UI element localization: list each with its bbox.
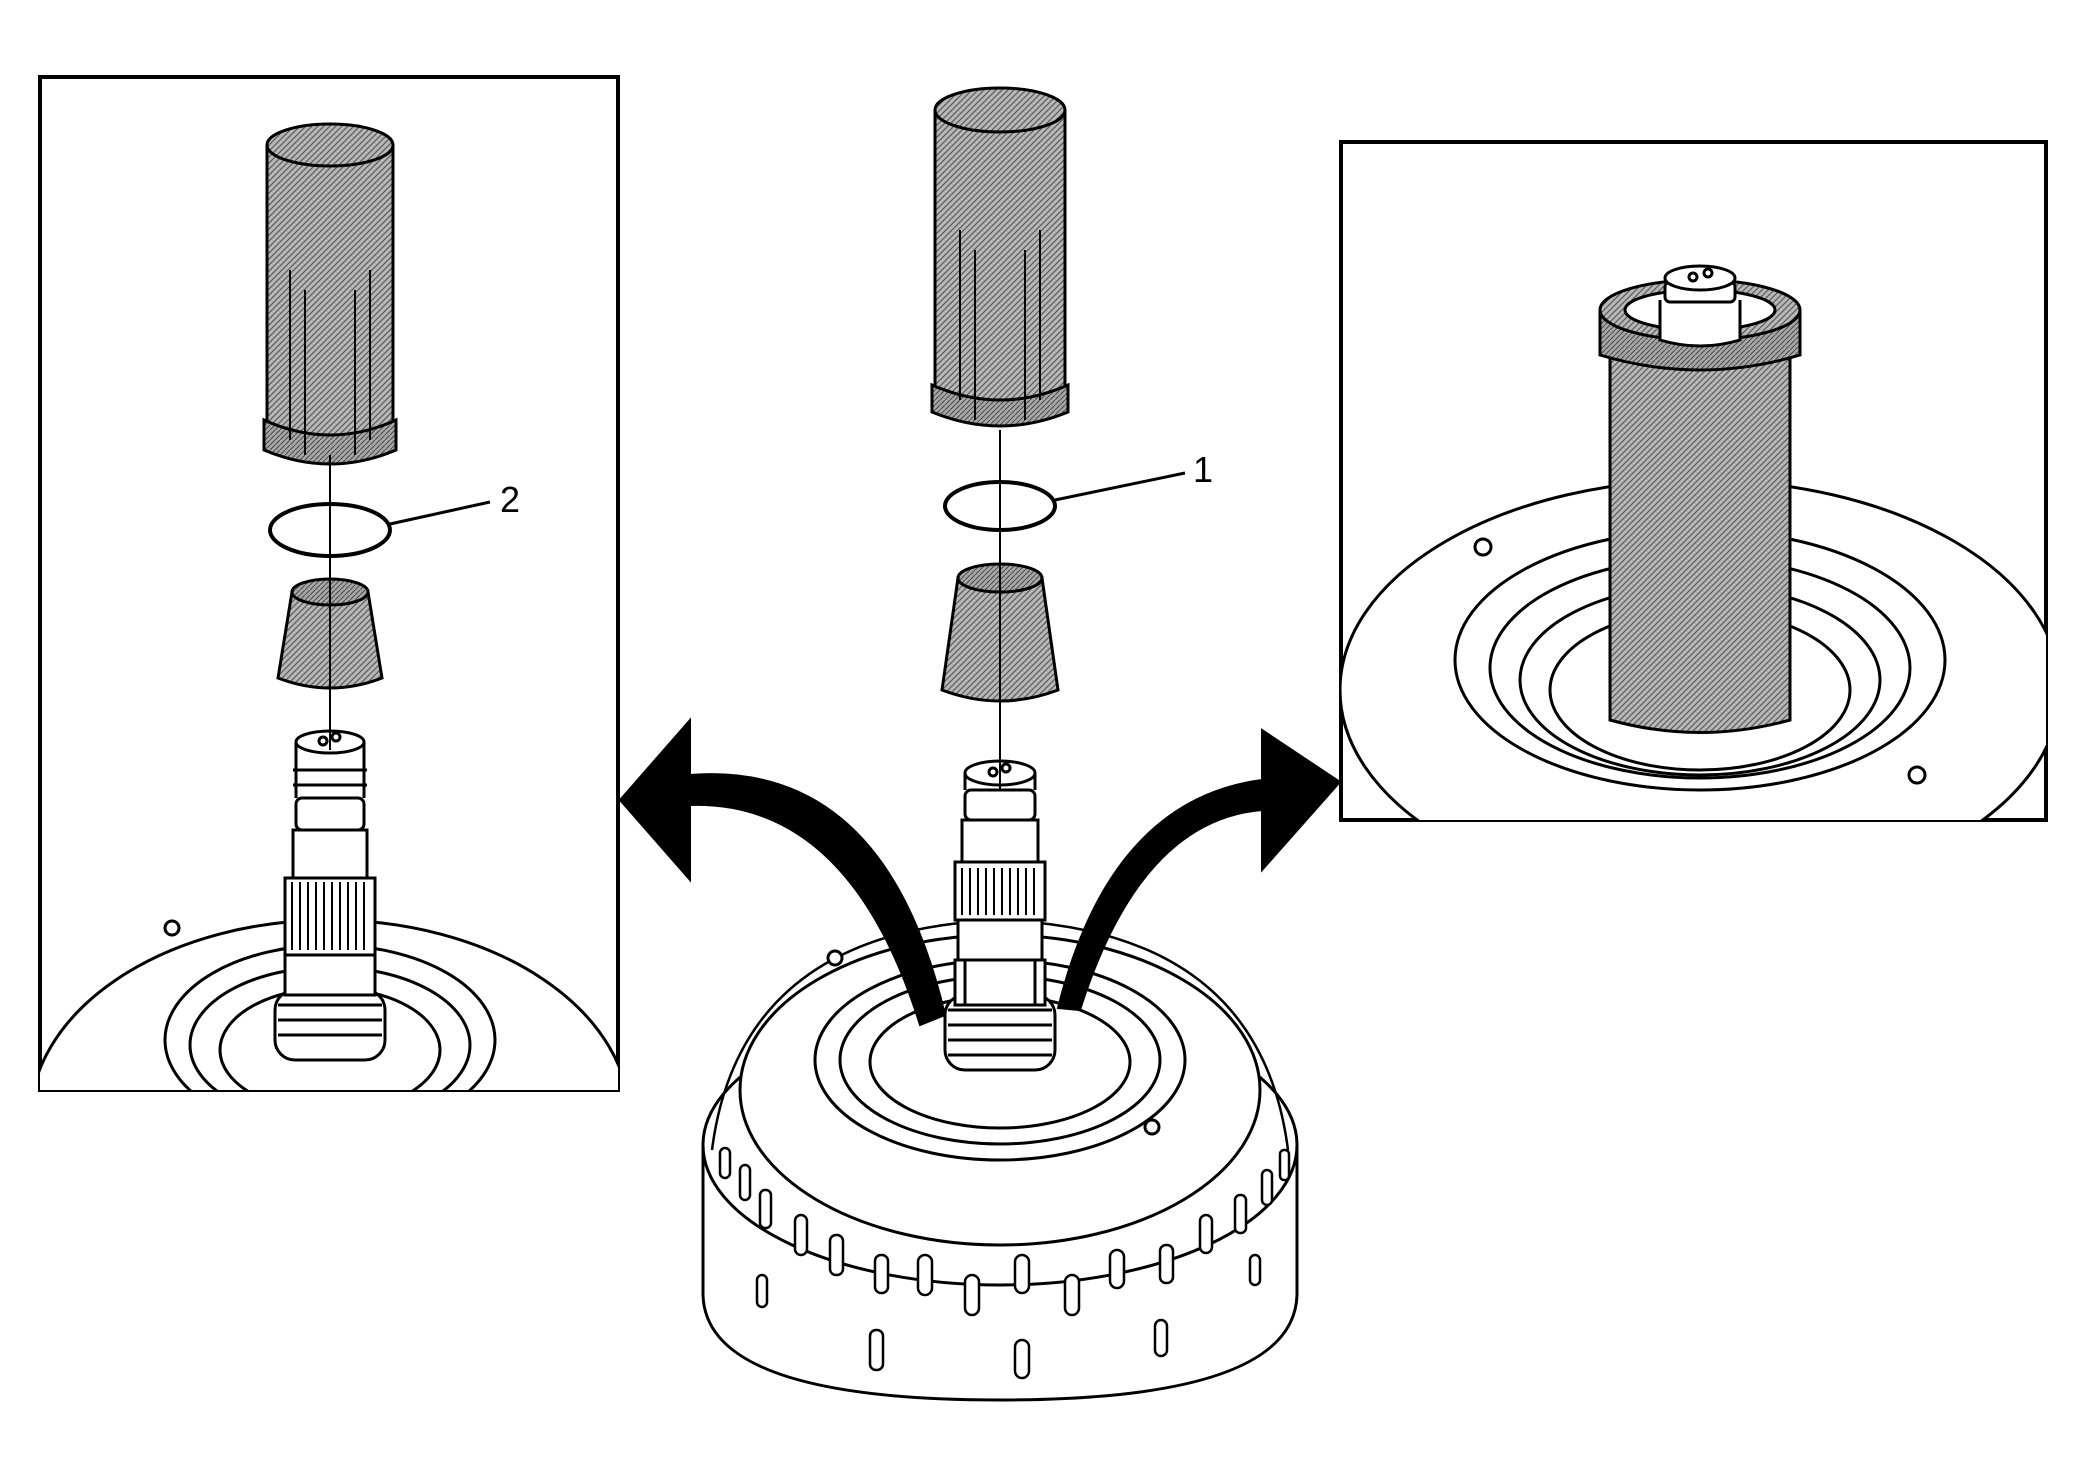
right-inset-panel bbox=[1339, 140, 2048, 822]
arrow-left bbox=[618, 717, 947, 1027]
center-guide-sleeve bbox=[930, 86, 1070, 428]
center-shaft bbox=[943, 759, 1057, 1072]
arrow-right bbox=[1056, 728, 1342, 1012]
center-assembly bbox=[701, 86, 1299, 1402]
left-inset-panel bbox=[38, 75, 620, 1092]
drum-slots bbox=[718, 1146, 1291, 1380]
callout-1-label: 1 bbox=[1193, 449, 1213, 490]
callout-2-label: 2 bbox=[500, 479, 520, 520]
